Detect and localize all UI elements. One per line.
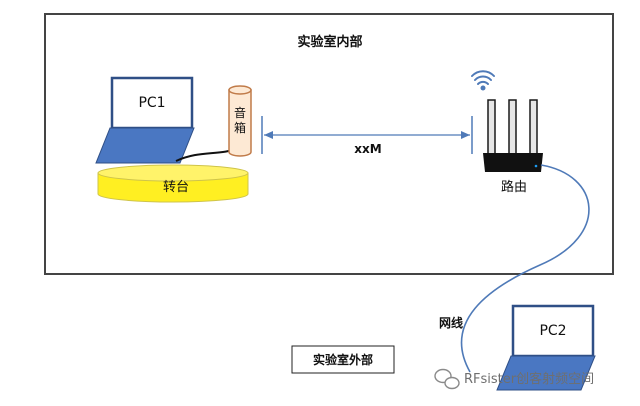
lab-outside-box: [291, 345, 395, 374]
turntable: [97, 164, 249, 203]
cable-label: 网线: [439, 315, 463, 330]
lab-inside-label: 实验室内部: [297, 34, 362, 50]
router-icon: [483, 99, 543, 172]
router-label: 路由: [501, 179, 527, 195]
speaker-icon: [228, 85, 252, 157]
pc2-laptop-icon: [496, 304, 596, 391]
distance-label: xxM: [354, 142, 381, 156]
laptop-icon: [95, 76, 195, 164]
turntable-label: 转台: [163, 180, 189, 195]
pc2-label: PC2: [539, 323, 566, 339]
watermark-text: RFsister创客射频空间: [464, 371, 594, 387]
speaker-label-1: 音: [234, 105, 246, 120]
wifi-signal-icon: [471, 70, 495, 91]
lab-outside-label: 实验室外部: [313, 352, 373, 367]
wechat-logo-icon: [434, 368, 460, 390]
pc1-label: PC1: [138, 95, 165, 111]
speaker-label-2: 箱: [234, 120, 246, 135]
network-cable: [460, 164, 590, 373]
distance-arrow: [261, 116, 473, 154]
